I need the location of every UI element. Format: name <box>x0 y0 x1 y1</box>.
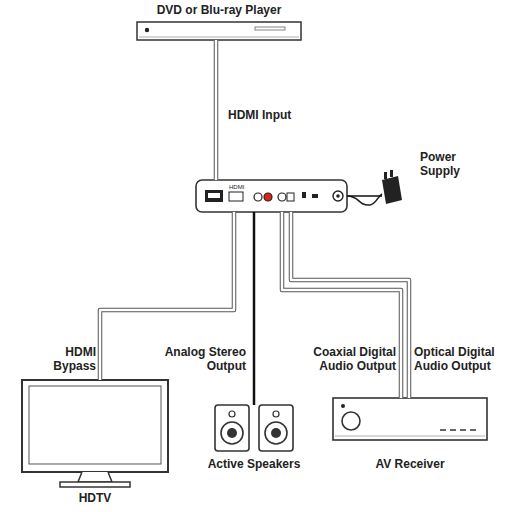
cable-core <box>282 212 401 398</box>
cable-line <box>347 195 382 197</box>
cable-line <box>214 40 219 180</box>
power-adapter-drawing <box>347 170 402 205</box>
device-label: DVD or Blu-ray Player <box>129 3 309 17</box>
device-label: AV Receiver <box>335 457 485 471</box>
converter-node: HDMI <box>196 180 347 212</box>
converter-drawing <box>196 180 347 212</box>
hdtv-drawing <box>22 380 168 487</box>
cable-line <box>291 212 409 398</box>
hdtv-node: HDTV <box>22 380 168 488</box>
cable-line <box>253 212 256 405</box>
signal-label: Analog Stereo Output <box>150 345 246 373</box>
device-label: Power Supply <box>420 150 478 178</box>
cable <box>216 40 217 180</box>
speakers-drawing <box>215 405 293 451</box>
power-supply-node: Power Supply <box>380 170 404 204</box>
cable <box>254 212 255 405</box>
device-label: HDTV <box>35 491 155 505</box>
cable <box>347 196 382 197</box>
cable <box>291 212 409 398</box>
cable-core <box>291 212 409 398</box>
signal-label: Coaxial Digital Audio Output <box>300 345 396 373</box>
cable-line <box>282 212 401 398</box>
signal-label: HDMI Bypass <box>25 345 96 373</box>
device-label: HDMI <box>229 184 249 191</box>
av-receiver-drawing <box>333 398 487 440</box>
av-receiver-node: AV Receiver <box>333 398 487 440</box>
dvd-player-drawing <box>137 22 301 40</box>
cable-core <box>215 40 218 180</box>
active-speakers-node: Active Speakers <box>215 405 293 451</box>
cable <box>282 212 401 398</box>
device-label: Active Speakers <box>184 457 324 471</box>
signal-label: Optical Digital Audio Output <box>414 345 510 373</box>
dvd-player-node: DVD or Blu-ray Player <box>137 22 301 40</box>
signal-label: HDMI Input <box>228 108 318 122</box>
